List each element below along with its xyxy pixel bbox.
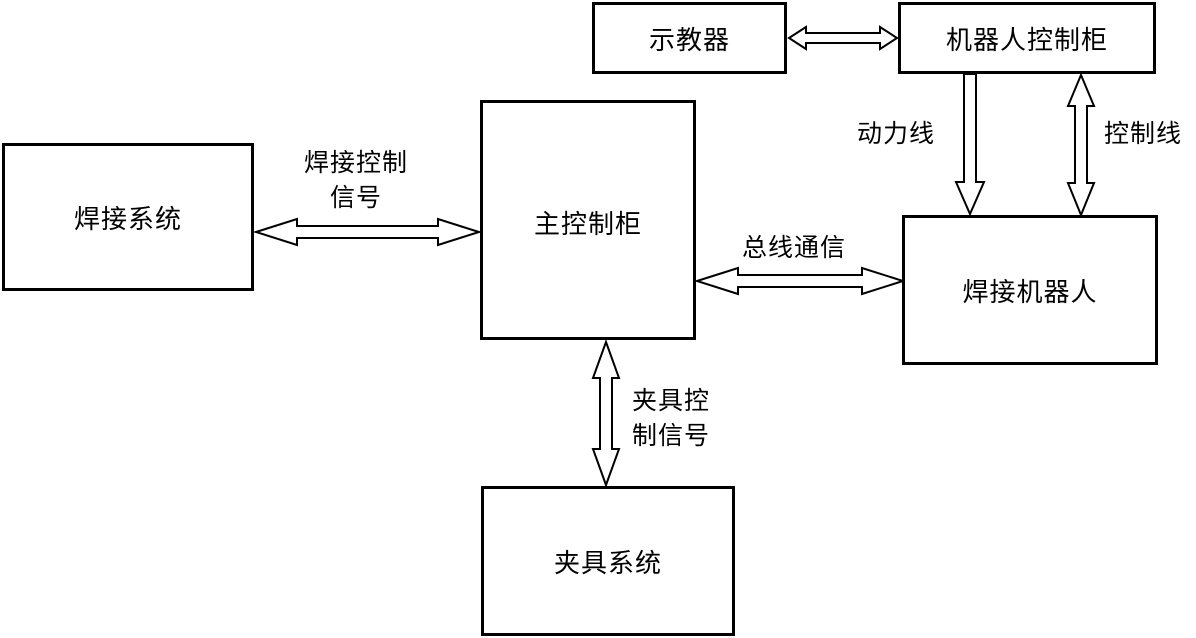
arrow-control-line [1066, 72, 1096, 218]
fixture-signal-label-line2: 制信号 [632, 421, 711, 450]
fixture-signal-label-line1: 夹具控 [632, 386, 711, 415]
robot-cabinet-box: 机器人控制柜 [898, 2, 1156, 74]
control-line-label: 控制线 [1104, 119, 1183, 148]
welding-system-label: 焊接系统 [73, 204, 182, 235]
arrow-power-line [954, 73, 986, 217]
welding-robot-label: 焊接机器人 [962, 277, 1098, 308]
teach-pendant-box: 示教器 [592, 2, 787, 74]
fixture-system-label: 夹具系统 [553, 548, 662, 579]
arrow-main-cabinet-fixture [591, 339, 621, 488]
bus-comm-label: 总线通信 [742, 233, 847, 262]
arrow-welding-main-cabinet [252, 217, 483, 247]
teach-pendant-label: 示教器 [648, 25, 730, 56]
welding-system-box: 焊接系统 [2, 143, 254, 291]
weld-signal-label-line1: 焊接控制 [304, 148, 409, 177]
main-cabinet-label: 主控制柜 [533, 210, 642, 240]
fixture-system-box: 夹具系统 [481, 486, 735, 636]
main-cabinet-box: 主控制柜 [480, 100, 696, 340]
arrow-pendant-robot-cabinet [787, 25, 899, 51]
weld-signal-label-line2: 信号 [330, 183, 383, 212]
power-line-label: 动力线 [857, 119, 936, 148]
robot-cabinet-label: 机器人控制柜 [945, 25, 1108, 56]
arrow-main-cabinet-welding-robot [693, 266, 907, 296]
welding-robot-box: 焊接机器人 [902, 215, 1158, 365]
